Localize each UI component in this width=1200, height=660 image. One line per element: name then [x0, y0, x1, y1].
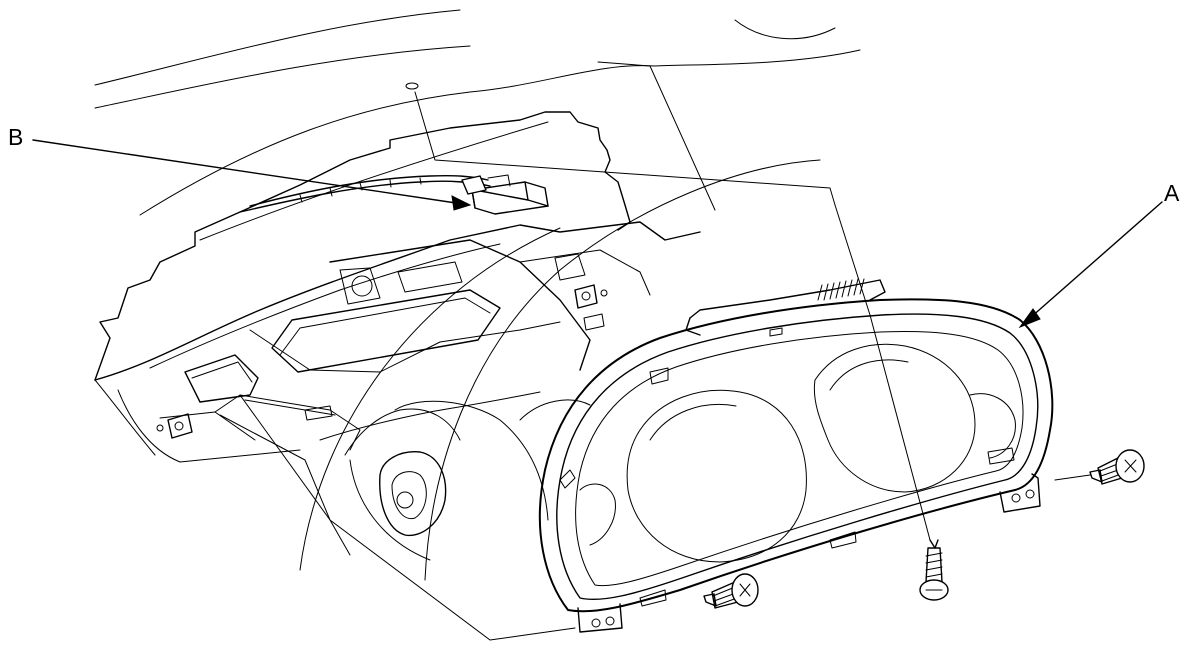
alignment-lines [214, 82, 931, 641]
screw-icon [919, 539, 949, 601]
callout-a: A [1164, 180, 1180, 206]
dashboard-outline [94, 9, 861, 581]
wire-harness [239, 174, 491, 213]
connector-icon [461, 174, 549, 215]
screw-icon [1054, 449, 1145, 485]
callout-b-leader [32, 139, 472, 211]
callout-a-leader [1018, 201, 1163, 329]
screw-icon [703, 573, 759, 609]
gauge-cluster-outline [538, 278, 1054, 633]
callout-b: B [8, 124, 24, 150]
